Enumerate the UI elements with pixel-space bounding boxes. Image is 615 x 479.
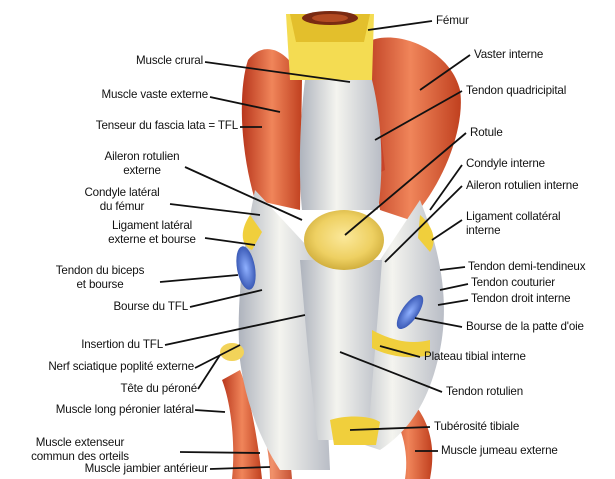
label-aileron-interne: Aileron rotulien interne: [466, 179, 578, 193]
label-tendon-quadricipital: Tendon quadricipital: [466, 84, 566, 98]
label-bourse-tfl: Bourse du TFL: [70, 300, 188, 314]
label-plateau-tibial: Plateau tibial interne: [424, 350, 526, 364]
label-extenseur-1: Muscle extenseur: [10, 436, 150, 450]
label-couturier: Tendon couturier: [471, 276, 555, 290]
label-ligament-lateral-2: externe et bourse: [90, 233, 214, 247]
label-biceps-2: et bourse: [40, 278, 160, 292]
patella: [304, 210, 384, 270]
label-jambier-anterieur: Muscle jambier antérieur: [10, 462, 208, 476]
femur-bone: [286, 11, 374, 80]
label-ligament-collateral-1: Ligament collatéral: [466, 210, 560, 224]
label-muscle-crural: Muscle crural: [95, 54, 203, 68]
label-aileron-externe-2: externe: [80, 164, 204, 178]
label-condyle-lateral-1: Condyle latéral: [60, 186, 184, 200]
label-jumeau-externe: Muscle jumeau externe: [441, 444, 558, 458]
label-ligament-lateral-1: Ligament latéral: [90, 219, 214, 233]
label-tendon-rotulien: Tendon rotulien: [446, 385, 523, 399]
label-condyle-lateral-2: du fémur: [60, 200, 184, 214]
label-nerf-sciatique: Nerf sciatique poplité externe: [10, 360, 194, 374]
label-tuberosite: Tubérosité tibiale: [434, 420, 519, 434]
label-aileron-externe-1: Aileron rotulien: [80, 150, 204, 164]
label-demi-tendineux: Tendon demi-tendineux: [468, 260, 585, 274]
label-insertion-tfl: Insertion du TFL: [40, 338, 163, 352]
label-patte-oie: Bourse de la patte d'oie: [466, 320, 584, 334]
label-femur: Fémur: [436, 14, 469, 28]
label-ligament-collateral-2: interne: [466, 224, 500, 238]
label-long-peronier: Muscle long péronier latéral: [10, 403, 194, 417]
label-vaster-interne: Vaster interne: [474, 48, 543, 62]
label-tete-perone: Tête du péroné: [80, 382, 197, 396]
label-rotule: Rotule: [470, 126, 503, 140]
label-vaste-externe: Muscle vaste externe: [60, 88, 208, 102]
label-condyle-interne: Condyle interne: [466, 157, 545, 171]
label-droit-interne: Tendon droit interne: [471, 292, 570, 306]
label-tenseur-tfl: Tenseur du fascia lata = TFL: [20, 119, 238, 133]
label-biceps-1: Tendon du biceps: [40, 264, 160, 278]
